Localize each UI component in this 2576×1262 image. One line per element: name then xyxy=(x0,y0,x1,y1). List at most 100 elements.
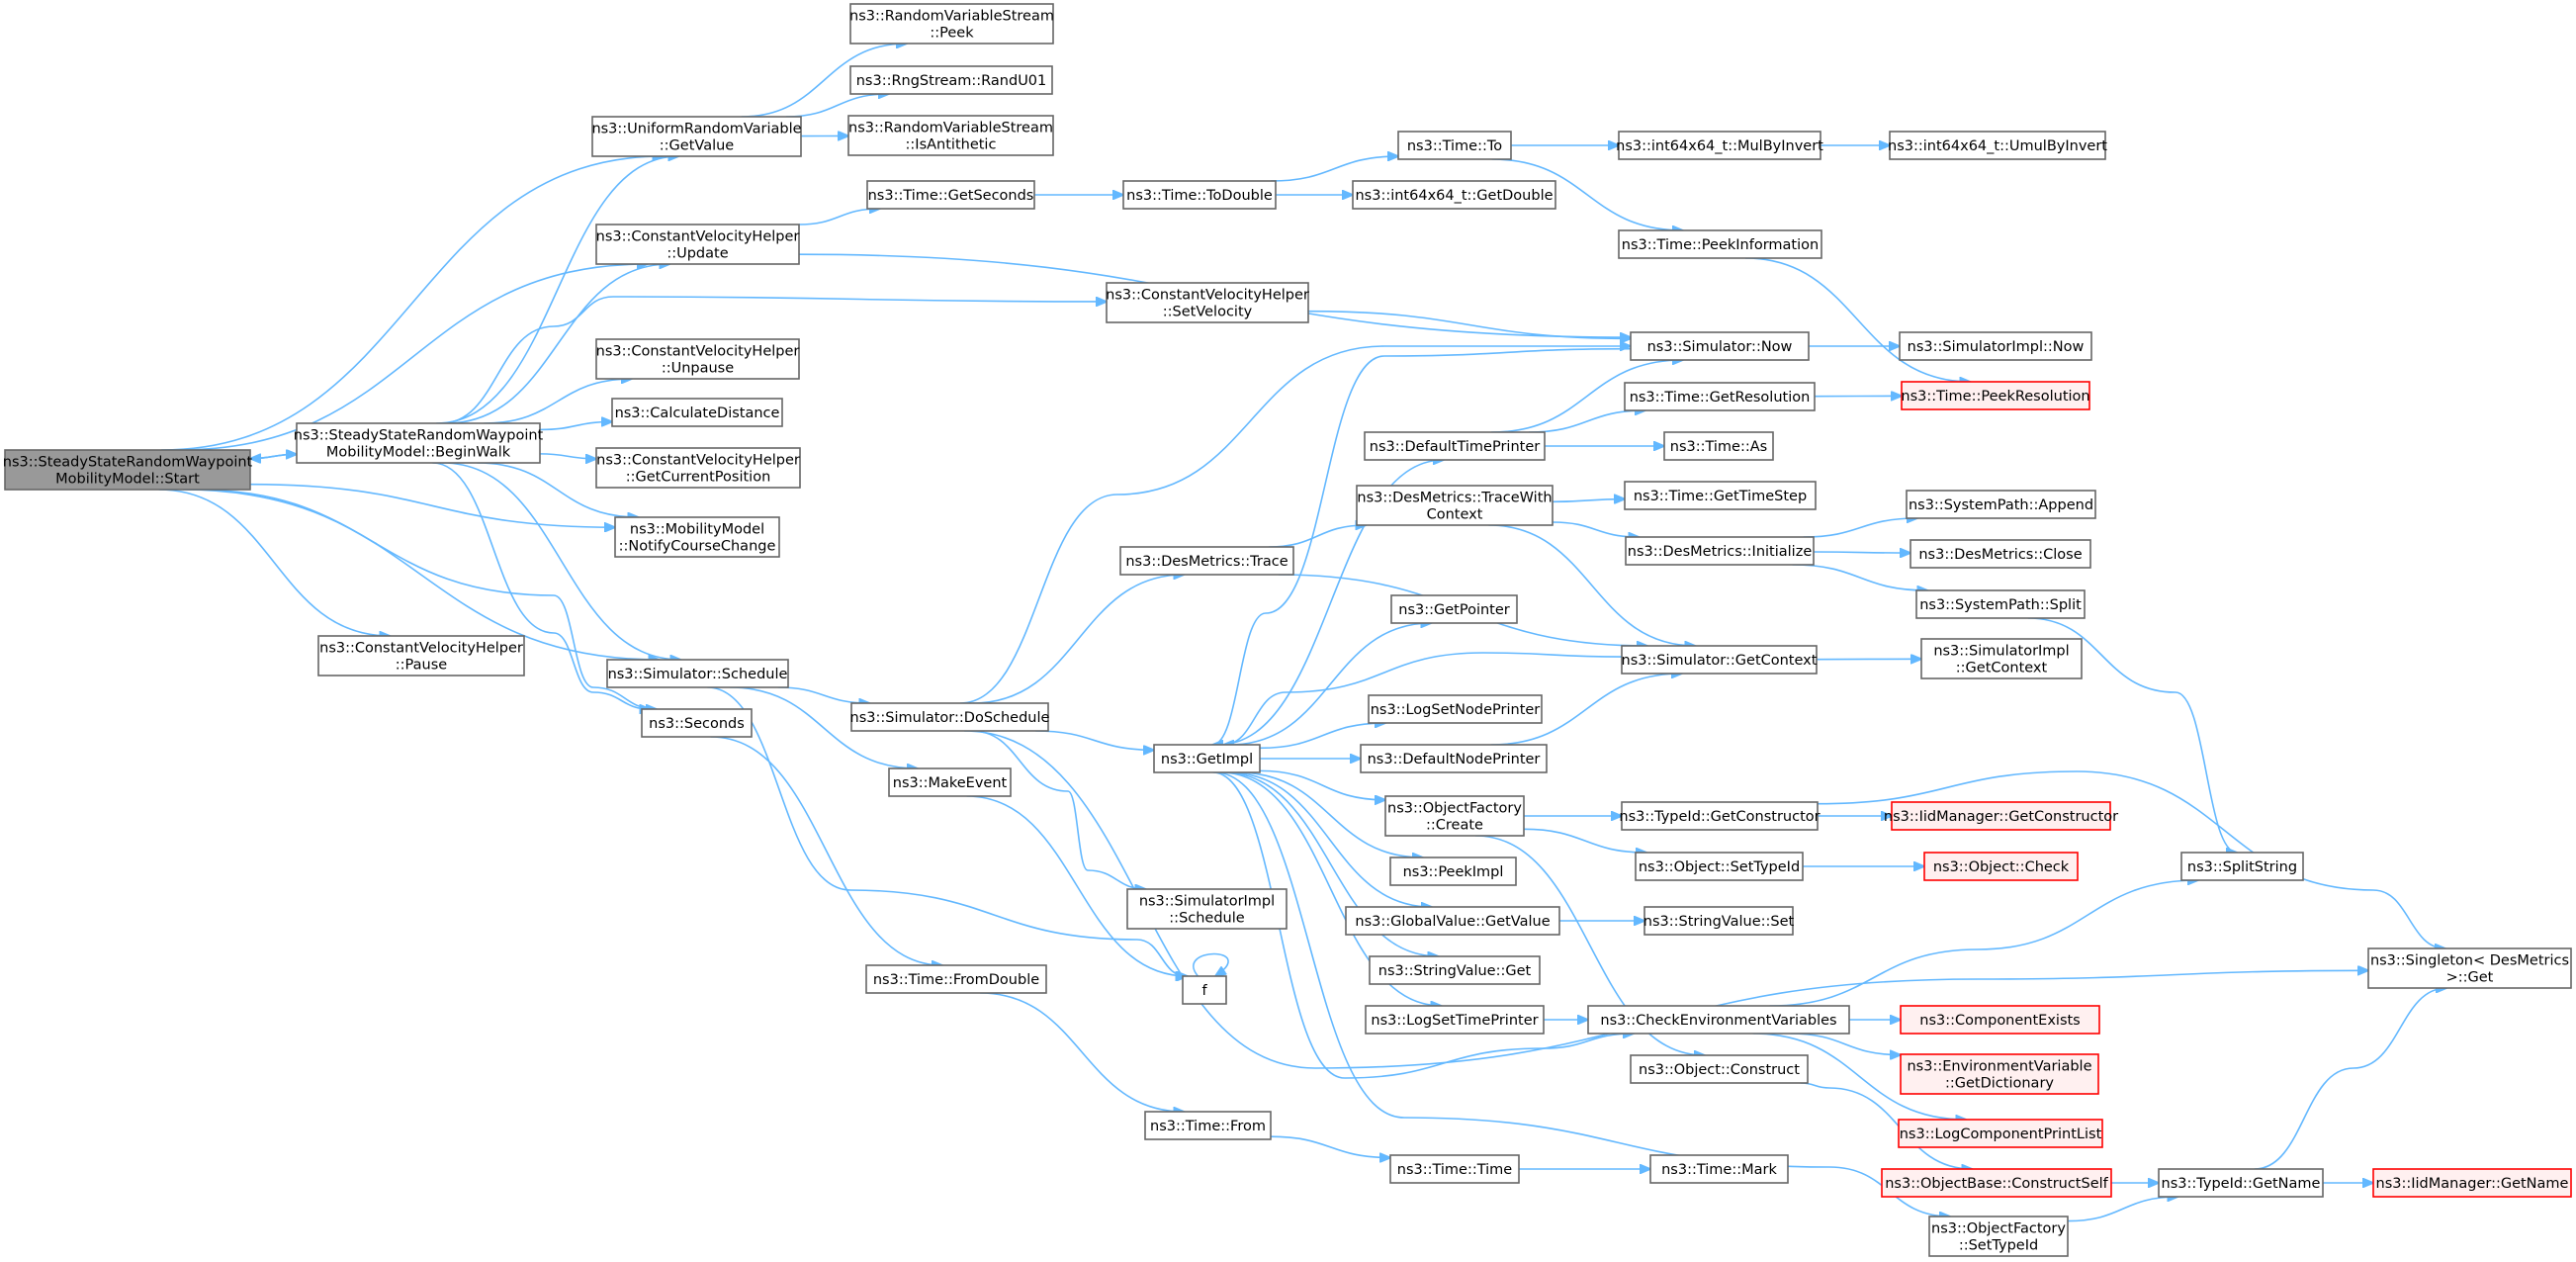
node-label: ns3::ConstantVelocityHelper xyxy=(319,641,523,657)
node-time_todouble[interactable]: ns3::Time::ToDouble xyxy=(1122,180,1277,210)
node-box xyxy=(1119,546,1294,576)
edge-getimpl-to-deftimeprinter xyxy=(1217,460,1444,746)
node-sim_schedule[interactable]: ns3::Simulator::Schedule xyxy=(606,659,789,688)
node-objbase_constructself[interactable]: ns3::ObjectBase::ConstructSelf xyxy=(1881,1168,2112,1198)
edge-start-to-cvh_pause xyxy=(158,489,391,636)
node-splitstring[interactable]: ns3::SplitString xyxy=(2180,852,2304,881)
node-label: ns3::Time::From xyxy=(1150,1119,1266,1134)
node-calcdist[interactable]: ns3::CalculateDistance xyxy=(611,398,783,427)
node-deftimeprinter[interactable]: ns3::DefaultTimePrinter xyxy=(1364,431,1546,461)
node-syspath_split[interactable]: ns3::SystemPath::Split xyxy=(1915,589,2086,619)
node-getpointer[interactable]: ns3::GetPointer xyxy=(1390,594,1518,624)
node-simimpl_getcontext[interactable]: ns3::SimulatorImpl::GetContext xyxy=(1920,638,2083,679)
node-cvh_update[interactable]: ns3::ConstantVelocityHelper::Update xyxy=(595,224,800,265)
node-label: ns3::RandomVariableStream xyxy=(848,121,1053,136)
node-logsettimeprinter[interactable]: ns3::LogSetTimePrinter xyxy=(1365,1005,1545,1035)
node-object_check[interactable]: ns3::Object::Check xyxy=(1923,852,2079,881)
node-i64_umulbyinvert[interactable]: ns3::int64x64_t::UmulByInvert xyxy=(1888,131,2107,160)
edge-desm_tracewith-to-sim_getcontext xyxy=(1488,524,1695,646)
edge-getimpl-to-logsetnodeprinter xyxy=(1259,723,1385,750)
node-i64_getdouble[interactable]: ns3::int64x64_t::GetDouble xyxy=(1352,180,1556,210)
node-logsetnodeprinter[interactable]: ns3::LogSetNodePrinter xyxy=(1368,694,1543,724)
node-label: MobilityModel::Start xyxy=(55,472,200,488)
node-label: ns3::ConstantVelocityHelper xyxy=(596,453,800,469)
node-peekimpl[interactable]: ns3::PeekImpl xyxy=(1389,856,1517,886)
node-label: ns3::Simulator::DoSchedule xyxy=(850,710,1050,726)
node-time_peekinfo[interactable]: ns3::Time::PeekInformation xyxy=(1618,229,1822,259)
node-box xyxy=(1618,229,1822,259)
node-label: ns3::ObjectFactory xyxy=(1931,1221,2066,1237)
node-object_settypeid[interactable]: ns3::Object::SetTypeId xyxy=(1635,852,1804,881)
node-label: ::IsAntithetic xyxy=(906,137,997,153)
node-object_construct[interactable]: ns3::Object::Construct xyxy=(1630,1054,1809,1084)
node-time_gettimestep[interactable]: ns3::Time::GetTimeStep xyxy=(1624,481,1817,510)
node-f[interactable]: f xyxy=(1182,975,1227,1005)
node-defnodeprinter[interactable]: ns3::DefaultNodePrinter xyxy=(1360,744,1548,773)
node-time_peekresolution[interactable]: ns3::Time::PeekResolution xyxy=(1901,381,2090,410)
node-label: ns3::Time::FromDouble xyxy=(873,972,1039,988)
node-box xyxy=(1397,131,1512,160)
node-typeid_getname[interactable]: ns3::TypeId::GetName xyxy=(2158,1168,2324,1198)
node-label: ns3::SystemPath::Split xyxy=(1919,597,2082,613)
node-simimpl_schedule[interactable]: ns3::SimulatorImpl::Schedule xyxy=(1126,888,1288,930)
node-label: ::Schedule xyxy=(1169,911,1244,927)
node-time_getresolution[interactable]: ns3::Time::GetResolution xyxy=(1624,382,1816,411)
node-box xyxy=(1345,906,1560,936)
node-time_from[interactable]: ns3::Time::From xyxy=(1144,1111,1272,1140)
node-getimpl[interactable]: ns3::GetImpl xyxy=(1153,744,1261,773)
node-globalvalue_get[interactable]: ns3::GlobalValue::GetValue xyxy=(1345,906,1560,936)
edge-defnodeprinter-to-sim_getcontext xyxy=(1490,674,1682,746)
node-logcompprintlist[interactable]: ns3::LogComponentPrintList xyxy=(1898,1119,2103,1148)
node-time_getseconds[interactable]: ns3::Time::GetSeconds xyxy=(866,180,1035,210)
edge-beginwalk-to-notify xyxy=(477,462,638,517)
node-notify[interactable]: ns3::MobilityModel::NotifyCourseChange xyxy=(614,516,780,558)
nodes-layer: ns3::SteadyStateRandomWaypointMobilityMo… xyxy=(3,3,2572,1257)
node-iidmgr_getname[interactable]: ns3::IidManager::GetName xyxy=(2372,1168,2572,1198)
node-rvs_peek[interactable]: ns3::RandomVariableStream::Peek xyxy=(849,3,1054,45)
node-singleton_get[interactable]: ns3::Singleton< DesMetrics>::Get xyxy=(2367,947,2572,989)
node-cvh_setvelocity[interactable]: ns3::ConstantVelocityHelper::SetVelocity xyxy=(1106,282,1309,323)
node-box xyxy=(865,964,1047,994)
node-time_as[interactable]: ns3::Time::As xyxy=(1663,431,1774,461)
node-cvh_unpause[interactable]: ns3::ConstantVelocityHelper::Unpause xyxy=(595,338,800,380)
node-checkenv[interactable]: ns3::CheckEnvironmentVariables xyxy=(1587,1005,1850,1035)
node-time_to[interactable]: ns3::Time::To xyxy=(1397,131,1512,160)
node-label: Context xyxy=(1427,507,1483,523)
node-box xyxy=(1899,331,2092,361)
node-box xyxy=(595,338,800,380)
node-time_time[interactable]: ns3::Time::Time xyxy=(1389,1154,1520,1184)
node-componentexists[interactable]: ns3::ComponentExists xyxy=(1900,1005,2100,1035)
node-time_fromdouble[interactable]: ns3::Time::FromDouble xyxy=(865,964,1047,994)
node-simimpl_now[interactable]: ns3::SimulatorImpl::Now xyxy=(1899,331,2092,361)
node-time_mark[interactable]: ns3::Time::Mark xyxy=(1649,1154,1789,1184)
node-seconds[interactable]: ns3::Seconds xyxy=(641,708,753,738)
node-desm_trace[interactable]: ns3::DesMetrics::Trace xyxy=(1119,546,1294,576)
node-syspath_append[interactable]: ns3::SystemPath::Append xyxy=(1906,490,2096,519)
edges-layer xyxy=(158,44,2447,1222)
node-cvh_getpos[interactable]: ns3::ConstantVelocityHelper::GetCurrentP… xyxy=(595,447,801,489)
node-makeevent[interactable]: ns3::MakeEvent xyxy=(888,767,1012,797)
node-label: ::NotifyCourseChange xyxy=(619,539,776,555)
node-stringvalue_get[interactable]: ns3::StringValue::Get xyxy=(1369,955,1541,985)
node-sim_getcontext[interactable]: ns3::Simulator::GetContext xyxy=(1621,645,1818,675)
node-objfactory_create[interactable]: ns3::ObjectFactory::Create xyxy=(1384,795,1525,837)
node-desm_initialize[interactable]: ns3::DesMetrics::Initialize xyxy=(1625,536,1815,566)
node-urv_getvalue[interactable]: ns3::UniformRandomVariable::GetValue xyxy=(591,116,802,157)
node-desm_close[interactable]: ns3::DesMetrics::Close xyxy=(1910,539,2091,569)
node-stringvalue_set[interactable]: ns3::StringValue::Set xyxy=(1643,906,1795,936)
node-beginwalk[interactable]: ns3::SteadyStateRandomWaypointMobilityMo… xyxy=(294,422,544,464)
edge-time_to-to-time_peekinfo xyxy=(1491,158,1683,230)
node-envvar_getdict[interactable]: ns3::EnvironmentVariable::GetDictionary xyxy=(1900,1053,2099,1095)
node-i64_mulbyinvert[interactable]: ns3::int64x64_t::MulByInvert xyxy=(1616,131,1823,160)
node-typeid_getctor[interactable]: ns3::TypeId::GetConstructor xyxy=(1619,801,1821,831)
node-rvs_isanti[interactable]: ns3::RandomVariableStream::IsAntithetic xyxy=(847,115,1054,156)
node-objfactory_settypeid[interactable]: ns3::ObjectFactory::SetTypeId xyxy=(1928,1216,2069,1257)
node-box xyxy=(1906,490,2096,519)
node-sim_doschedule[interactable]: ns3::Simulator::DoSchedule xyxy=(850,702,1050,732)
node-iidmgr_getctor[interactable]: ns3::IidManager::GetConstructor xyxy=(1884,801,2118,831)
node-cvh_pause[interactable]: ns3::ConstantVelocityHelper::Pause xyxy=(317,635,525,676)
node-rng_randu01[interactable]: ns3::RngStream::RandU01 xyxy=(849,65,1053,95)
edge-checkenv-to-envvar_getdict xyxy=(1790,1033,1901,1055)
node-sim_now[interactable]: ns3::Simulator::Now xyxy=(1630,331,1810,361)
